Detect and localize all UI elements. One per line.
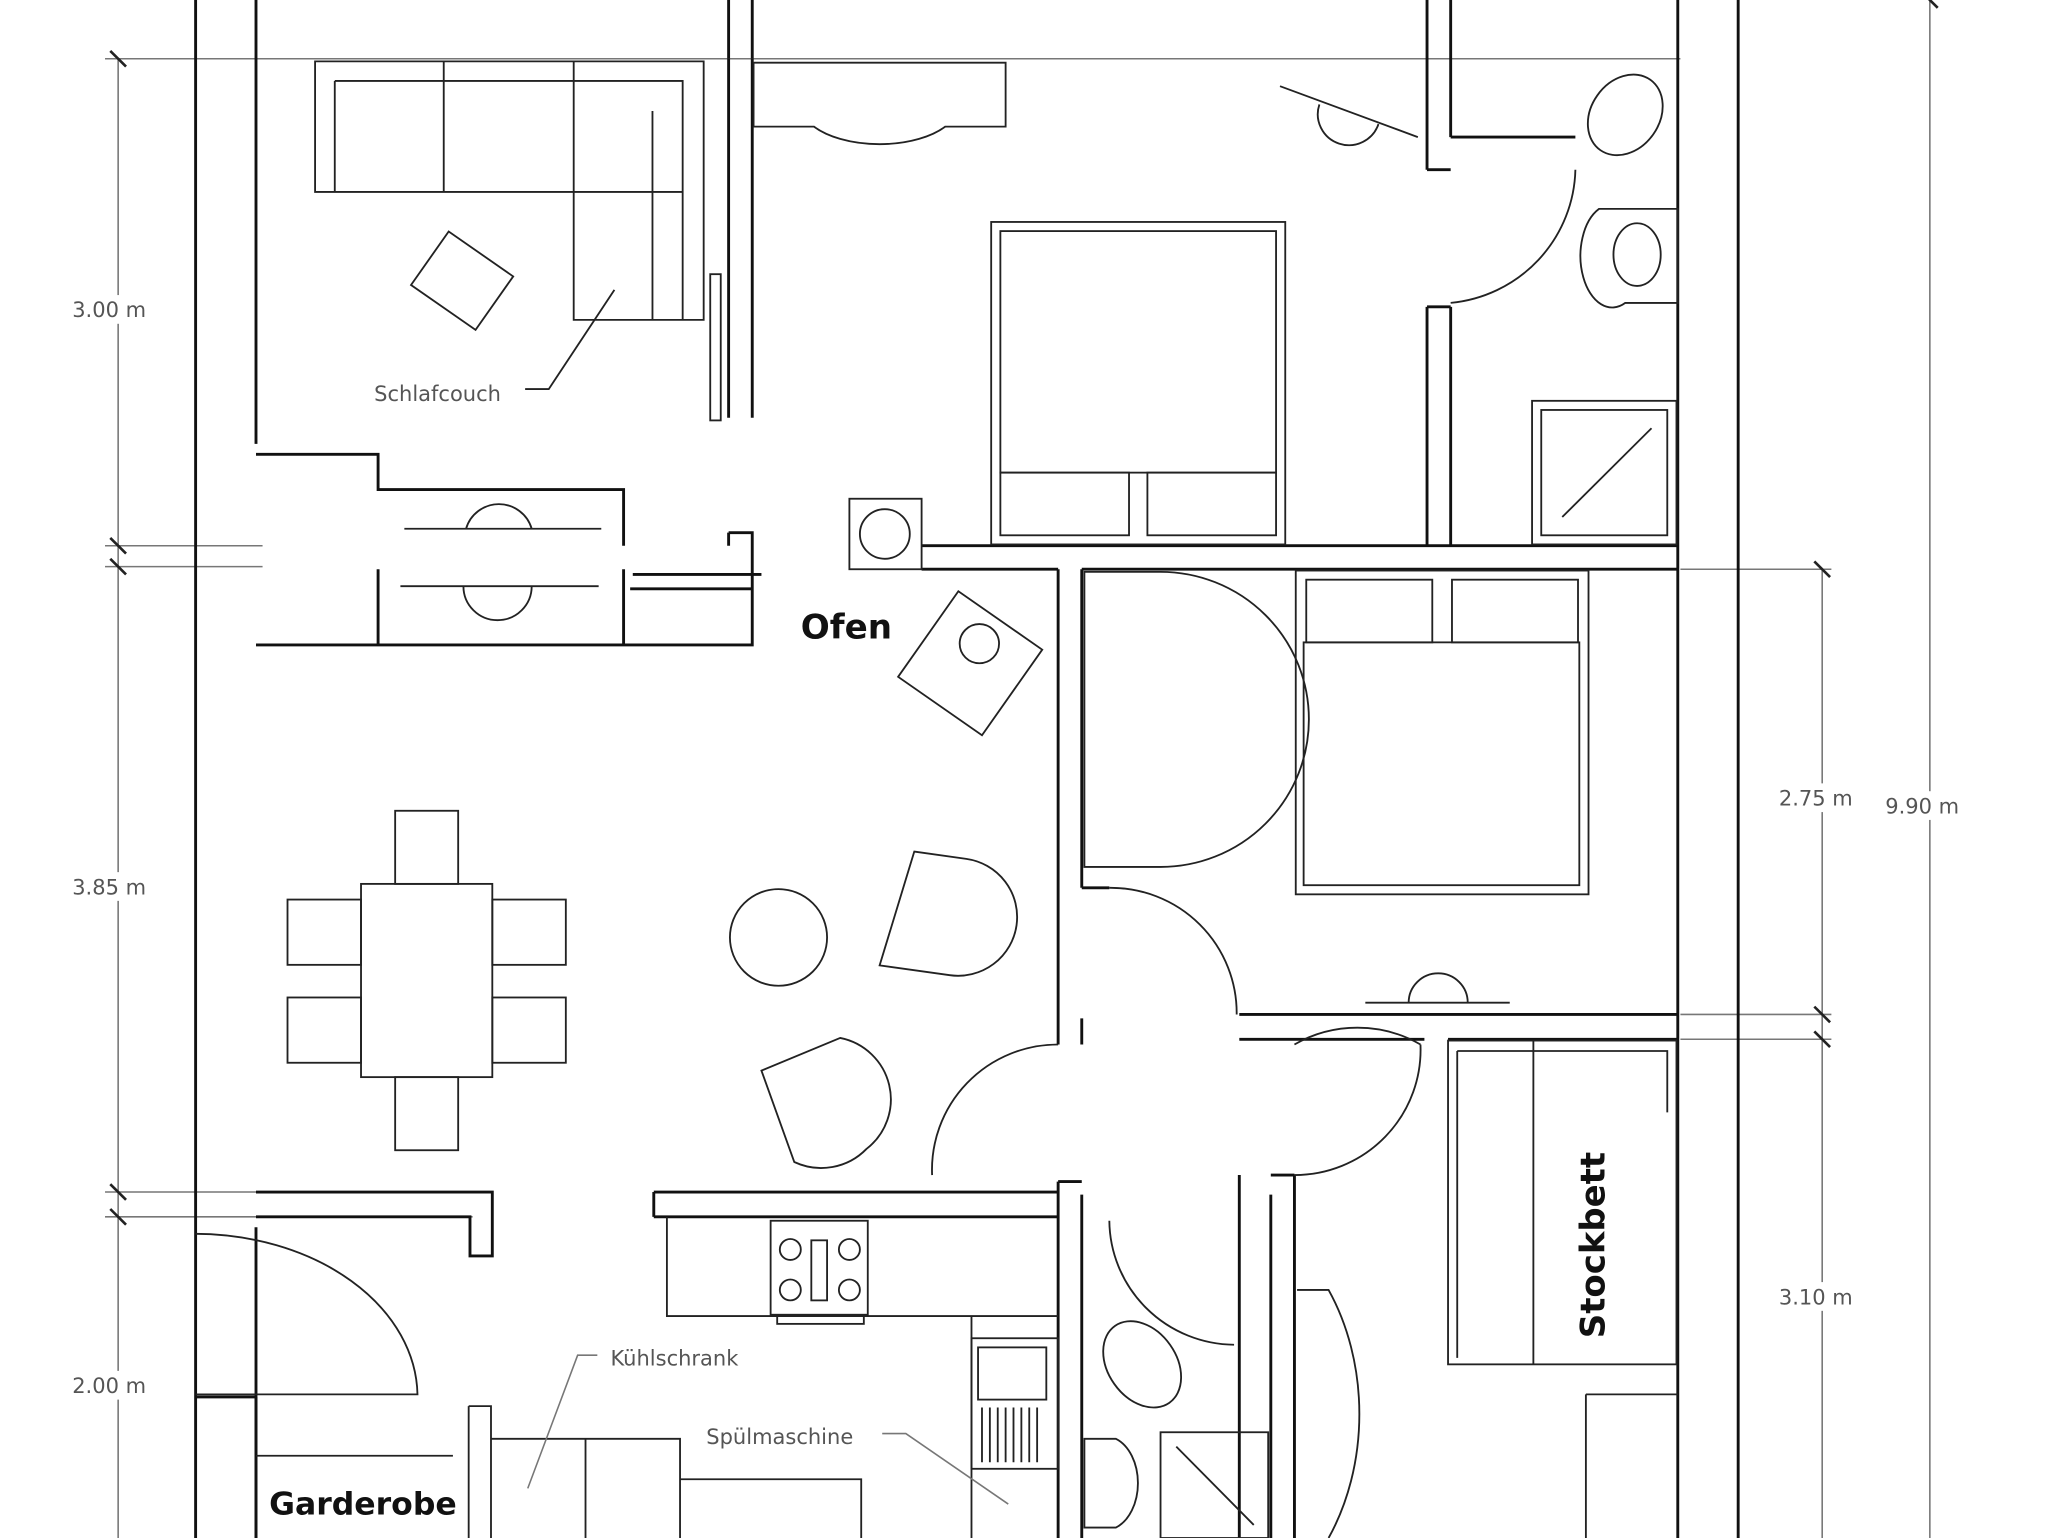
- label-ofen: Ofen: [801, 608, 892, 648]
- walls: [194, 0, 1740, 1538]
- label-garderobe: Garderobe: [269, 1487, 457, 1523]
- label-schlafcouch: Schlafcouch: [374, 382, 501, 406]
- dim-right-2: 3.10 m: [1779, 1285, 1853, 1309]
- dining-table: [286, 809, 567, 1152]
- dim-right-1: 2.75 m: [1779, 787, 1853, 811]
- label-spuelmaschine: Spülmaschine: [706, 1425, 853, 1449]
- windows: [400, 85, 1510, 1004]
- kitchen: [256, 1216, 1678, 1538]
- double-bed-2: [1294, 569, 1590, 896]
- pointer-spuelmaschine: [882, 1432, 1009, 1505]
- doors: [195, 61, 1577, 1538]
- dim-total: 9.90 m: [1885, 794, 1959, 818]
- pointer-kuehlschrank: [527, 1354, 598, 1489]
- double-bed-1: [990, 221, 1287, 546]
- label-stockbett: Stockbett: [1573, 1152, 1613, 1338]
- bathroom-fixtures: [1083, 73, 1679, 1538]
- lounge-chairs: [729, 850, 1019, 1169]
- bunk-bed: [1447, 1039, 1678, 1366]
- label-kuehlschrank: Kühlschrank: [610, 1347, 739, 1371]
- ofen-stove: [848, 497, 1044, 737]
- dim-left-1: 3.00 m: [72, 298, 146, 322]
- dim-left-3: 2.00 m: [72, 1374, 146, 1398]
- schlafcouch-furniture: [314, 60, 705, 390]
- dim-left-2: 3.85 m: [72, 875, 146, 899]
